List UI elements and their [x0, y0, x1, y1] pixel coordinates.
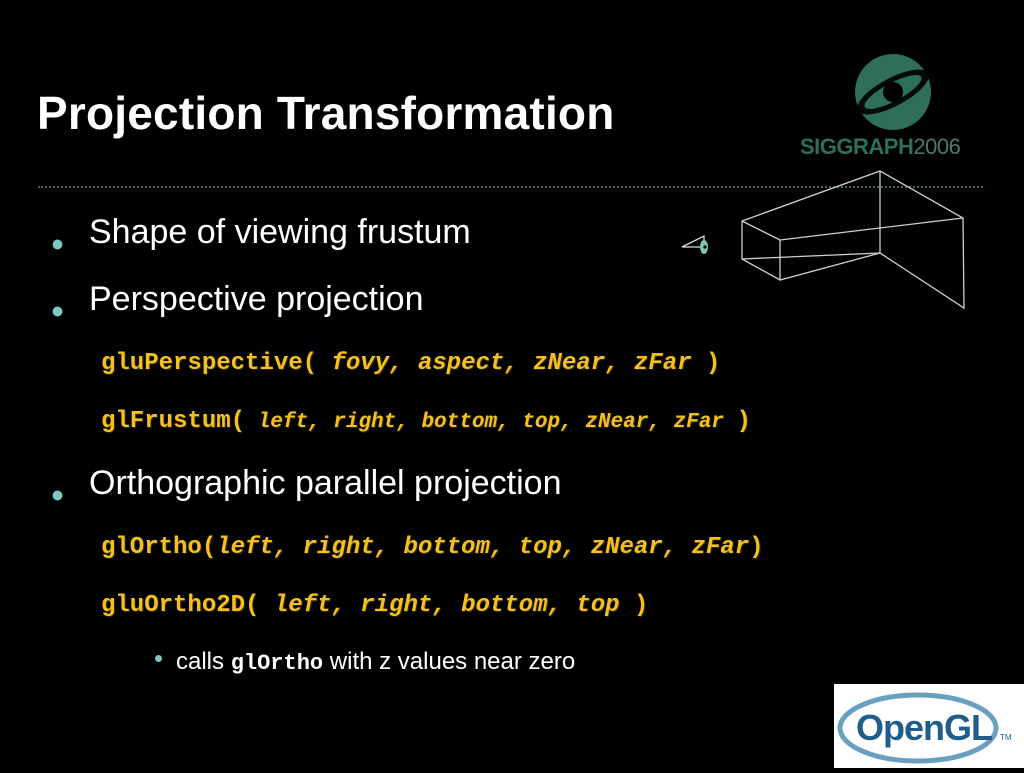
- code-args: left, right, bottom, top, zNear, zFar: [216, 534, 750, 561]
- code-glfrustum: glFrustum( left, right, bottom, top, zNe…: [101, 408, 751, 435]
- code-close: ): [736, 408, 751, 435]
- frustum-diagram: [681, 170, 965, 310]
- bullet-icon: [52, 490, 63, 501]
- sub-bullet-code: glOrtho: [230, 651, 324, 676]
- bullet-text: Orthographic parallel projection: [89, 464, 562, 502]
- siggraph-wordmark: SIGGRAPH: [800, 134, 914, 159]
- opengl-tm: TM: [1000, 733, 1012, 742]
- code-func: gluOrtho2D(: [101, 592, 260, 619]
- slide-title: Projection Transformation: [37, 87, 615, 139]
- code-func: glOrtho(: [101, 534, 217, 561]
- sub-bullet-post: with z values near zero: [323, 648, 576, 675]
- sub-bullet-icon: [155, 655, 162, 663]
- sub-bullet-glortho-note: calls glOrtho with z values near zero: [155, 648, 575, 676]
- code-glortho: glOrtho(left, right, bottom, top, zNear,…: [101, 534, 764, 561]
- bullet-text: Shape of viewing frustum: [89, 213, 471, 251]
- code-close: ): [633, 592, 649, 619]
- bullet-text: Perspective projection: [89, 280, 424, 318]
- code-gluperspective: gluPerspective( fovy, aspect, zNear, zFa…: [101, 350, 720, 377]
- code-func: glFrustum(: [101, 408, 246, 435]
- code-args: left, right, bottom, top, zNear, zFar: [245, 411, 737, 434]
- bullet-icon: [52, 306, 63, 317]
- opengl-logo: OpenGL TM: [834, 684, 1024, 768]
- title-divider: [38, 186, 983, 188]
- bullet-icon: [52, 239, 63, 250]
- code-args: left, right, bottom, top: [259, 592, 634, 619]
- code-close: ): [705, 350, 721, 377]
- sub-bullet-pre: calls: [176, 648, 231, 675]
- code-func: gluPerspective(: [101, 350, 318, 377]
- siggraph-logo: SIGGRAPH2006: [800, 48, 984, 160]
- opengl-wordmark: OpenGL: [856, 707, 992, 748]
- siggraph-year: 2006: [913, 134, 961, 159]
- code-close: ): [749, 534, 764, 561]
- code-gluortho2d: gluOrtho2D( left, right, bottom, top ): [101, 592, 648, 619]
- code-args: fovy, aspect, zNear, zFar: [317, 350, 706, 377]
